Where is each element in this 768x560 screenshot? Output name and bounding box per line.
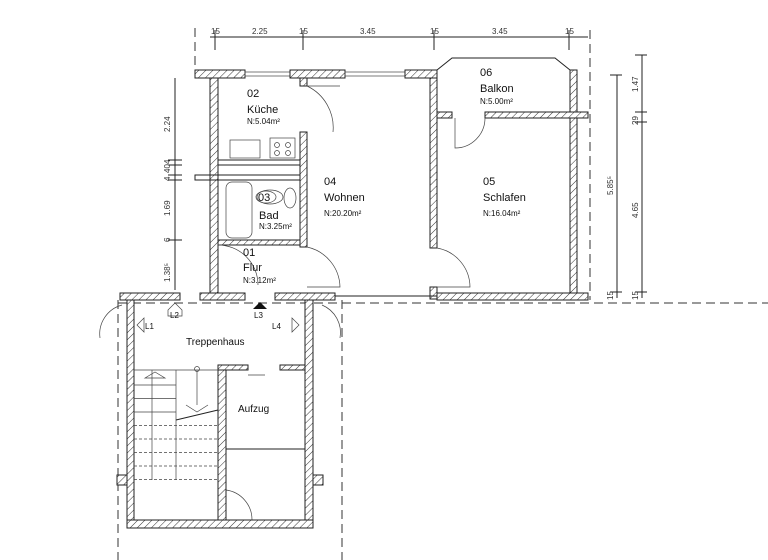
dim-label: 4 [163,159,172,164]
stairwell-walls [116,299,324,529]
dim-label: 15 [299,27,308,36]
dim-label: 15 [430,27,439,36]
sink-icon [229,139,261,159]
doors [99,85,486,521]
room-treppenhaus: Treppenhaus [186,337,245,348]
dim-label: 15 [606,291,615,300]
svg-text:05: 05 [483,176,495,188]
stair-markers: L1 L2 L3 L4 [136,302,300,333]
washbasin-icon [256,189,284,205]
house-up-icon [167,302,183,317]
svg-text:Balkon: Balkon [480,83,514,95]
room-wohnen: 04 Wohnen N:20.20m² [324,176,365,218]
svg-text:Flur: Flur [243,262,262,274]
svg-text:03: 03 [258,192,270,204]
svg-text:N:16.04m²: N:16.04m² [483,209,521,218]
dim-label: 1.47 [631,76,640,92]
svg-text:04: 04 [324,176,336,188]
kitchen-fixtures [229,137,296,159]
dim-label: 2.25 [252,27,268,36]
room-bad: 03 Bad N:3.25m² [255,190,292,231]
dim-label: 29 [631,116,640,125]
stove-icon [269,137,296,159]
marker-l1: L1 [145,322,154,331]
arrow-right-icon [291,317,300,333]
svg-text:Küche: Küche [247,104,278,116]
svg-text:Bad: Bad [259,210,279,222]
svg-text:N:3.25m²: N:3.25m² [259,222,292,231]
room-schlafen: 05 Schlafen N:16.04m² [483,176,526,218]
staircase [134,366,219,480]
marker-l2: L2 [170,311,179,320]
dim-label: 1.38⁵ [163,263,172,282]
room-flur: 01 Flur N:3.12m² [243,247,276,285]
svg-text:Schlafen: Schlafen [483,192,526,204]
bath-fixtures [225,181,297,239]
room-labels: 02 Küche N:5.04m² 03 Bad N:3.25m² 01 Flu… [186,67,526,415]
dim-label: 3.45 [360,27,376,36]
dim-label: 40 [163,164,172,173]
dim-label: 5.85⁵ [606,176,615,195]
svg-text:06: 06 [480,67,492,79]
dim-label: 6 [163,237,172,242]
dim-label: 15 [631,291,640,300]
svg-text:N:3.12m²: N:3.12m² [243,276,276,285]
arrow-left-icon [136,317,145,333]
dim-label: 4.65 [631,202,640,218]
dimension-left: 2.24 4 40 4 1.69 6 1.38⁵ [163,78,182,290]
svg-text:Wohnen: Wohnen [324,192,365,204]
dim-label: 1.69 [163,200,172,216]
svg-text:02: 02 [247,88,259,100]
dim-label: 3.45 [492,27,508,36]
dim-label: 2.24 [163,116,172,132]
balcony-outline [436,57,571,71]
bathtub-icon [225,181,253,239]
room-aufzug: Aufzug [238,404,269,415]
dimension-top: 15 2.25 15 3.45 15 3.45 15 [210,27,588,50]
svg-text:N:20.20m²: N:20.20m² [324,209,362,218]
dimension-right: 5.85⁵ 15 1.47 29 4.65 15 [606,54,647,300]
marker-l4: L4 [272,322,281,331]
room-kueche: 02 Küche N:5.04m² [247,88,280,126]
room-balkon: 06 Balkon N:5.00m² [480,67,514,106]
arrow-up-filled-icon [253,302,267,309]
apartment-walls [119,69,589,301]
svg-text:N:5.00m²: N:5.00m² [480,97,513,106]
toilet-icon [283,187,297,209]
dim-label: 15 [565,27,574,36]
dim-label: 15 [211,27,220,36]
dim-label: 4 [163,176,172,181]
svg-text:01: 01 [243,247,255,259]
marker-l3: L3 [254,311,263,320]
svg-text:N:5.04m²: N:5.04m² [247,117,280,126]
